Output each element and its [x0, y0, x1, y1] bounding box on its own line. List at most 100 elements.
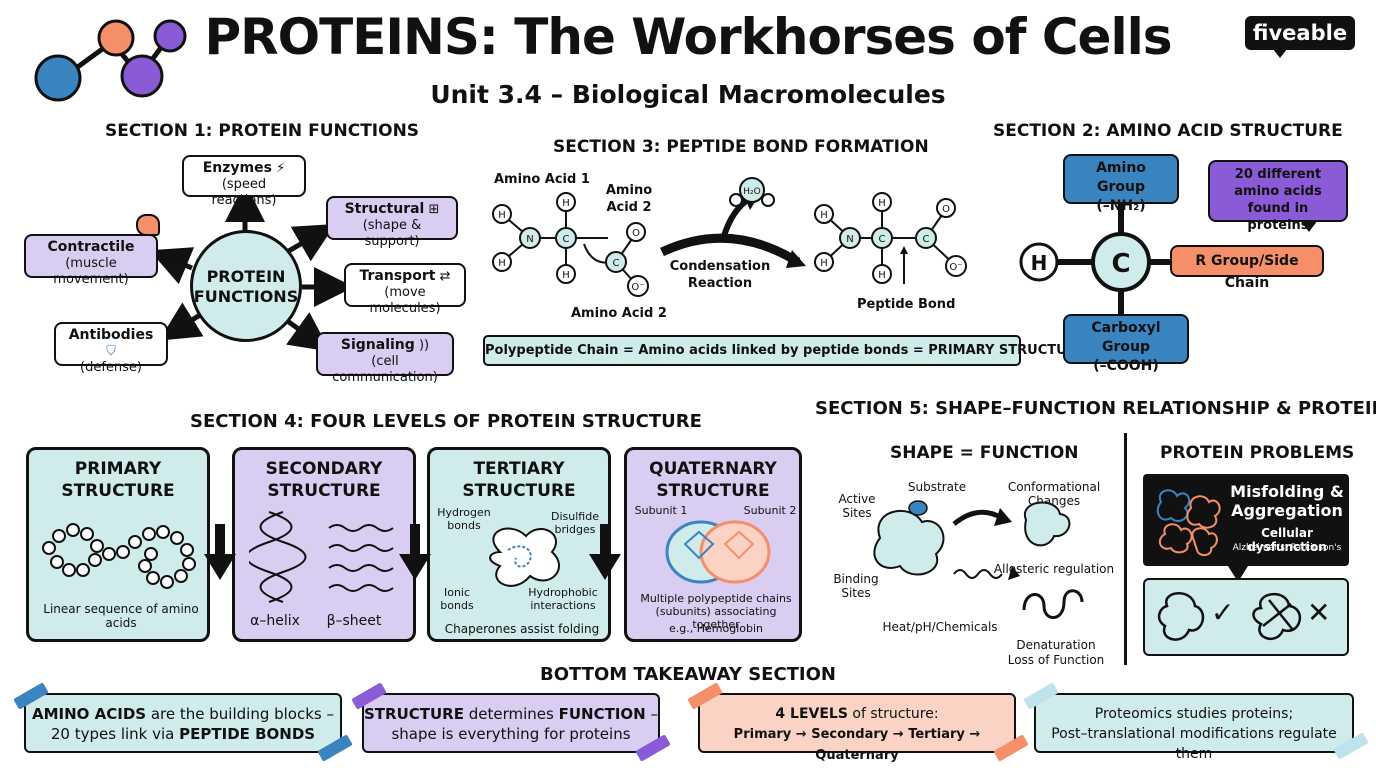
shape-function-graphic	[873, 500, 1084, 619]
atom-c1: C	[563, 234, 570, 245]
atom-n1: N	[526, 234, 533, 245]
heat-label: Heat/pH/Chemicals	[882, 620, 998, 634]
atom-h6: H	[820, 258, 828, 269]
primary-structure-card: PRIMARY STRUCTURE Linear sequence of ami…	[26, 447, 210, 642]
t1-peptide-bonds: PEPTIDE BONDS	[179, 725, 316, 743]
diseases-label: Alzheimer's, Parkinson's	[1232, 543, 1342, 553]
reaction-arrow-head	[786, 250, 806, 268]
structural-title: Structural	[344, 201, 425, 217]
enzymes-title: Enzymes	[202, 160, 272, 176]
tertiary-title: TERTIARY STRUCTURE	[430, 458, 608, 502]
binding-sites-label: Binding Sites	[833, 572, 879, 600]
correct-fold-icon	[1157, 592, 1205, 641]
center-line1: PROTEIN	[206, 267, 286, 286]
t4-proteomics: Proteomics studies proteins;	[1094, 706, 1294, 722]
atom-c3: C	[879, 234, 886, 245]
amino-group-label: Amino Group	[1096, 160, 1146, 195]
quaternary-title: QUATERNARY STRUCTURE	[627, 458, 799, 502]
polypeptide-summary: Polypeptide Chain = Amino acids linked b…	[483, 335, 1086, 366]
center-line2: FUNCTIONS	[193, 287, 299, 306]
misfold-icon	[1252, 592, 1302, 641]
hydrogen-atom: H	[1031, 251, 1048, 275]
t3-of-structure: of structure:	[847, 706, 939, 722]
primary-title-2: STRUCTURE	[61, 481, 175, 501]
quaternary-title-2: STRUCTURE	[656, 481, 770, 501]
t3-four-levels: 4 LEVELS	[775, 706, 848, 722]
transport-title: Transport	[359, 268, 436, 284]
alpha-helix-label: α–helix	[250, 613, 300, 629]
tertiary-caption: Chaperones assist folding	[444, 622, 600, 636]
tertiary-title-2: STRUCTURE	[462, 481, 576, 501]
bead-chain-graphic	[42, 523, 196, 589]
brand-logo[interactable]: fiveable	[1245, 16, 1355, 50]
structural-desc: (shape & support)	[362, 218, 422, 249]
contractile-title: Contractile	[47, 239, 135, 255]
brand-name: fiveable	[1252, 21, 1348, 45]
section1-heading: SECTION 1: PROTEIN FUNCTIONS	[105, 121, 420, 141]
aa2-top-line1: Amino	[605, 183, 653, 198]
function-enzymes: Enzymes ⚡ (speed reactions)	[182, 155, 306, 208]
quaternary-structure-card: QUATERNARY STRUCTURE Subunit 1 Subunit 2…	[624, 447, 802, 642]
transport-desc: (move molecules)	[369, 285, 441, 316]
ionic-bonds-label: Ionic bonds	[440, 586, 474, 612]
function-antibodies: Antibodies ⛉ (defense)	[54, 322, 168, 375]
secondary-title-1: SECONDARY	[265, 459, 383, 479]
condensation-label: Condensation Reaction	[666, 258, 774, 292]
t3-sequence: Primary → Secondary → Tertiary → Quatern…	[733, 727, 981, 763]
carboxyl-group-formula: (–COOH)	[1093, 358, 1159, 374]
reaction-line2: Reaction	[687, 276, 753, 291]
level-arrows	[204, 524, 621, 580]
shape-function-heading: SHAPE = FUNCTION	[890, 443, 1079, 463]
peptide-bond-diagram: H H N C H H C O O⁻ H H N C H H C O O⁻ H₂…	[492, 177, 967, 297]
secondary-title: SECONDARY STRUCTURE	[235, 458, 413, 502]
atom-h2: H	[498, 258, 506, 269]
misfolding-label: Misfolding & Aggregation	[1230, 482, 1344, 520]
t2-structure: STRUCTURE	[364, 705, 464, 723]
misfolding-panel: Misfolding & Aggregation Cellular dysfun…	[1143, 474, 1349, 566]
cross-mark-icon: ✕	[1307, 596, 1331, 629]
substrate-label: Substrate	[907, 480, 967, 494]
reaction-line1: Condensation	[669, 259, 771, 274]
aa2-top-line2: Acid 2	[606, 200, 652, 215]
hydrophobic-label: Hydrophobic interactions	[528, 586, 598, 612]
section2-heading: SECTION 2: AMINO ACID STRUCTURE	[993, 121, 1343, 141]
muscle-icon	[136, 214, 160, 236]
denaturation-label: Denaturation	[1016, 638, 1096, 652]
secondary-structure-card: SECONDARY STRUCTURE α–helix β–sheet	[232, 447, 416, 642]
molecule-icon	[34, 19, 187, 102]
t1-twenty-types: 20 types link via	[50, 725, 180, 743]
takeaway-amino-acids: AMINO ACIDS are the building blocks – 20…	[24, 693, 342, 753]
helix-sheet-graphic	[249, 511, 394, 603]
t2-function: FUNCTION	[558, 705, 646, 723]
t1-building-blocks: are the building blocks –	[146, 705, 335, 723]
enzymes-desc: (speed reactions)	[211, 177, 277, 208]
folding-comparison-panel: ✓ ✕	[1143, 578, 1349, 656]
signal-icon: ))	[418, 338, 430, 353]
hemoglobin-example: e.g., Hemoglobin	[669, 622, 763, 635]
atom-o1: O	[632, 228, 640, 239]
function-structural: Structural ⊞ (shape & support)	[326, 196, 458, 249]
antibodies-title: Antibodies	[68, 327, 154, 343]
section5-heading: SECTION 5: SHAPE–FUNCTION RELATIONSHIP &…	[815, 398, 1376, 419]
aggregate-icon	[1156, 489, 1221, 556]
atom-h1: H	[498, 210, 506, 221]
r-group-box: R Group/Side Chain	[1170, 245, 1324, 291]
atom-h4: H	[562, 270, 570, 281]
protein-functions-center: PROTEIN FUNCTIONS	[190, 230, 302, 342]
tertiary-structure-card: TERTIARY STRUCTURE Hydrogen bonds Disulf…	[427, 447, 611, 642]
atom-h7: H	[878, 198, 886, 209]
amino-acid-1-label: Amino Acid 1	[494, 172, 590, 187]
loss-of-function-label: Loss of Function	[1007, 653, 1105, 667]
atom-h5: H	[820, 210, 828, 221]
amino-group-box: Amino Group (–NH₂)	[1063, 154, 1179, 214]
amino-acid-2-label: Amino Acid 2	[571, 306, 667, 321]
amino-acids-note: 20 different amino acids found in protei…	[1208, 160, 1348, 233]
page-title: PROTEINS: The Workhorses of Cells	[204, 8, 1172, 66]
function-transport: Transport ⇄ (move molecules)	[344, 263, 466, 316]
t1-amino-acids: AMINO ACIDS	[31, 705, 147, 723]
grid-icon: ⊞	[428, 202, 440, 217]
amino-acid-structure-diagram: C H	[1019, 200, 1175, 320]
tertiary-title-1: TERTIARY	[473, 459, 565, 479]
folded-protein-graphic	[489, 527, 560, 587]
t2-determines: determines	[463, 705, 559, 723]
